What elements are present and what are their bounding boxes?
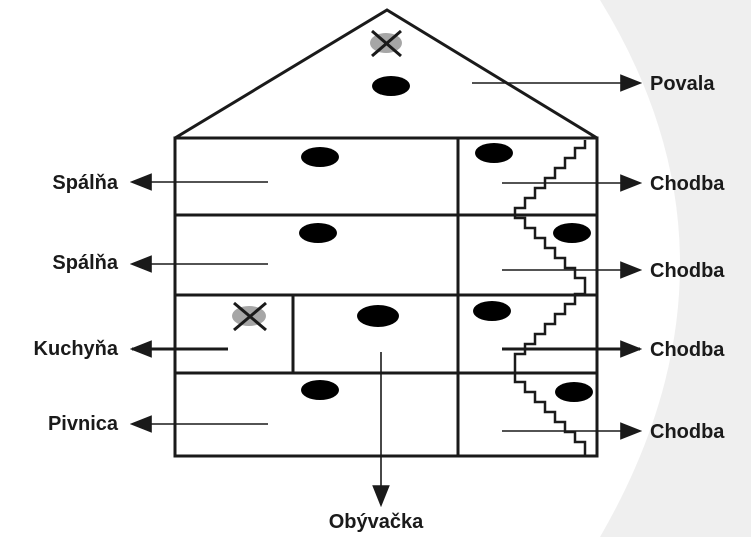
detector-dot-hall-3 (473, 301, 511, 321)
roof-outline (174, 8, 598, 140)
label-living-room: Obývačka (329, 511, 424, 533)
label-hall-3: Chodba (650, 339, 725, 361)
detector-dot-living-room (357, 305, 399, 327)
detector-dot-hall-4 (555, 382, 593, 402)
label-bedroom-top: Spálňa (52, 172, 118, 194)
house-body (173, 136, 599, 458)
label-hall-4: Chodba (650, 421, 725, 443)
detector-dot-attic (372, 76, 410, 96)
detector-dot-bedroom-second (299, 223, 337, 243)
crossed-marker-kitchen (232, 301, 267, 332)
detector-dot-bedroom-top (301, 147, 339, 167)
detector-dot-hall-1 (475, 143, 513, 163)
label-bedroom-second: Spálňa (52, 252, 118, 274)
detector-dot-basement (301, 380, 339, 400)
label-kitchen: Kuchyňa (34, 338, 119, 360)
background-arc (600, 0, 751, 537)
detector-dot-hall-2 (553, 223, 591, 243)
staircase (513, 140, 587, 455)
label-hall-2: Chodba (650, 260, 725, 282)
label-hall-1: Chodba (650, 173, 725, 195)
label-basement: Pivnica (48, 413, 119, 435)
crossed-marker-attic (370, 29, 402, 58)
label-attic: Povala (650, 73, 715, 95)
